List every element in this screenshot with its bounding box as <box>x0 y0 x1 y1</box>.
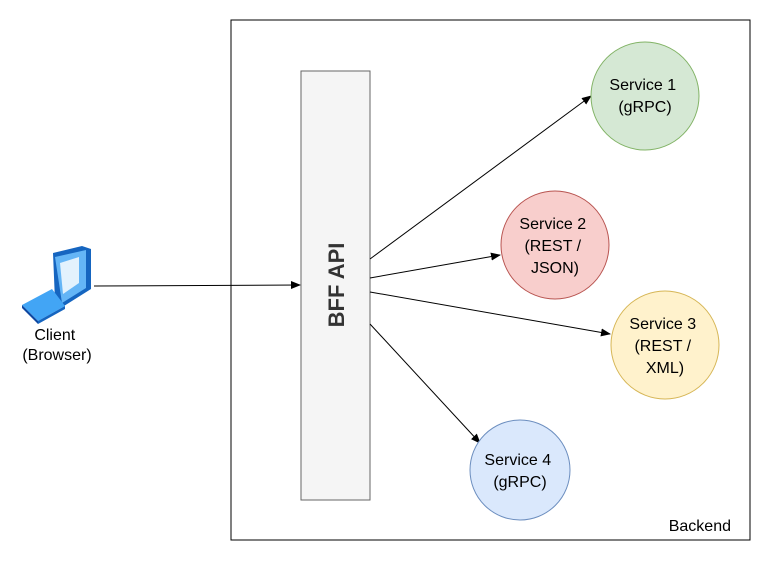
svg-text:Service 1 (gRPC): Service 1 (gRPC) <box>609 77 680 116</box>
bff-to-service-4-arrow <box>369 323 481 444</box>
client-to-bff-arrow <box>93 281 301 290</box>
svg-text:Service 2 (REST /: Service 2 (REST / JSON) <box>519 216 590 277</box>
service-3-label-line1: Service 3 <box>629 316 696 333</box>
service-4-label-line1: Service 4 <box>484 452 551 469</box>
client-label: Client (Browser) <box>22 327 91 364</box>
bff-to-service-3-arrow <box>369 291 611 337</box>
service-1: Service 1 (gRPC) <box>590 41 700 151</box>
service-2: Service 2 (REST / JSON) <box>500 190 610 300</box>
service-3-label-line3: XML) <box>646 360 684 377</box>
service-3-label-line2: (REST / <box>634 338 691 355</box>
service-2-label-line3: JSON) <box>531 260 579 277</box>
service-2-label-line1: Service 2 <box>519 216 586 233</box>
bff-to-service-2-arrow <box>369 252 501 279</box>
service-4: Service 4 (gRPC) <box>469 419 571 521</box>
client-label-line1: Client <box>34 327 75 344</box>
backend-label: Backend <box>669 518 731 535</box>
svg-text:Service 3 (REST /: Service 3 (REST / XML) <box>629 316 700 377</box>
service-1-label-line2: (gRPC) <box>618 99 671 116</box>
bff-api-label: BFF API <box>324 243 349 328</box>
service-1-label-line1: Service 1 <box>609 77 676 94</box>
service-3: Service 3 (REST / XML) <box>610 290 720 400</box>
service-4-label-line2: (gRPC) <box>493 474 546 491</box>
svg-text:Service 4 (gRPC): Service 4 (gRPC) <box>484 452 555 491</box>
bff-api-box <box>300 70 371 501</box>
client-label-line2: (Browser) <box>22 347 91 364</box>
laptop-icon <box>22 246 91 324</box>
service-2-label-line2: (REST / <box>524 238 581 255</box>
bff-to-service-1-arrow <box>369 95 592 260</box>
